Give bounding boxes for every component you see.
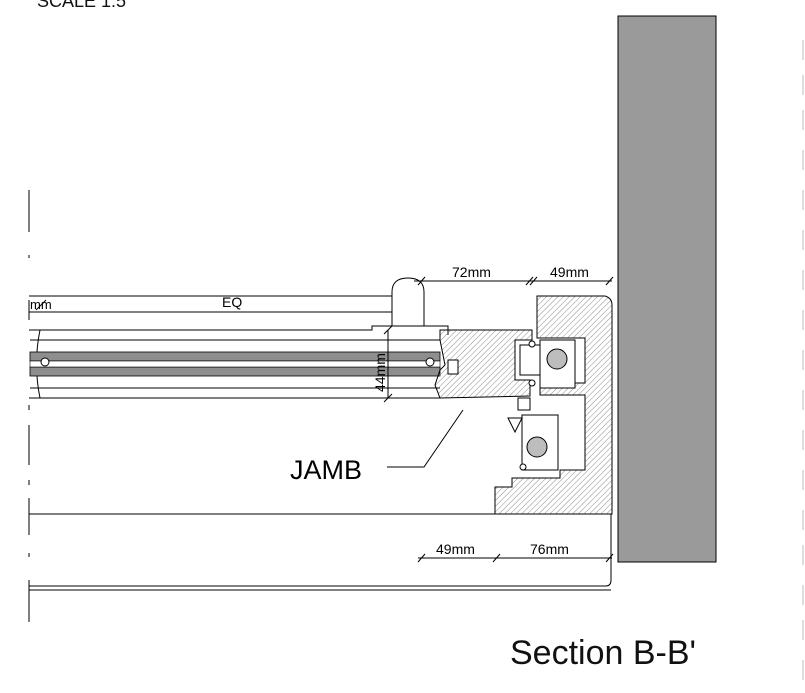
dim-text-76: 76mm <box>530 541 569 557</box>
dim-text-49-top: 49mm <box>550 264 589 280</box>
glazing <box>29 351 441 377</box>
sash-profile <box>29 325 449 399</box>
section-title: Section B-B' <box>510 634 697 672</box>
dim-text-49-bottom: 49mm <box>436 541 475 557</box>
jamb-label: JAMB <box>290 455 362 485</box>
dimension-bottom <box>417 553 614 563</box>
top-pin <box>391 277 425 327</box>
scale-label: SCALE 1:5 <box>37 0 127 11</box>
jamb-leader-line <box>387 409 464 468</box>
jamb-profile <box>494 295 613 515</box>
wall-section <box>617 15 717 563</box>
dim-text-partial: mm <box>30 297 52 312</box>
dim-text-eq: EQ <box>222 294 242 310</box>
dim-text-72: 72mm <box>452 264 491 280</box>
frame-member <box>434 329 533 399</box>
dim-text-44: 44mm <box>372 353 388 392</box>
dimension-eq <box>29 295 395 313</box>
dimension-vertical <box>383 325 393 403</box>
lower-rail <box>29 513 612 591</box>
dimension-top <box>414 276 614 286</box>
